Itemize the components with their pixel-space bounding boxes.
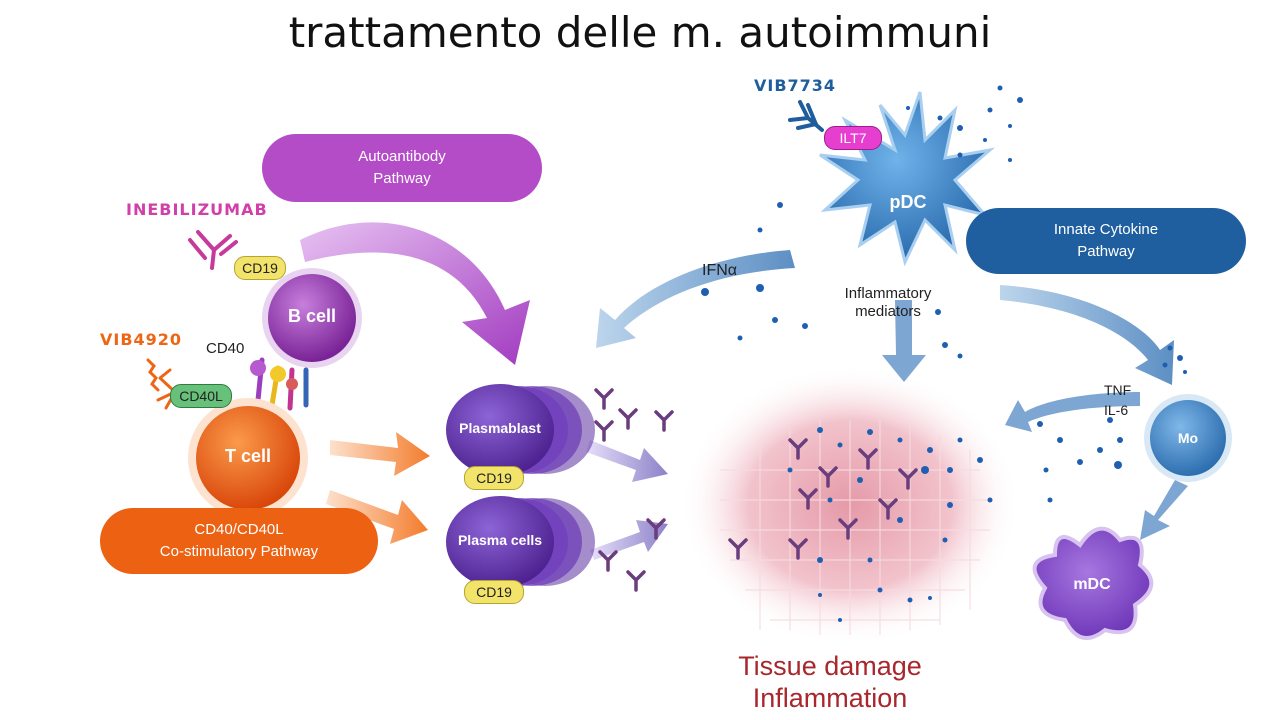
plasmablast-to-tissue-arrow [586, 440, 668, 482]
mo-label: Mo [1177, 430, 1199, 446]
autoantibody-pathway-line2: Pathway [373, 170, 431, 187]
cd19-bcell-badge: CD19 [234, 256, 286, 280]
drug-inebilizumab: INEBILIZUMAB [126, 200, 268, 219]
autoantibody-pathway-line1: Autoantibody [358, 148, 446, 165]
cytokine-dots [701, 85, 1187, 622]
receptor-head-1 [250, 360, 266, 376]
ifna-arrow [596, 250, 795, 348]
outcome-line1: Tissue damage [738, 651, 922, 681]
outcome-label: Tissue damage Inflammation [690, 650, 970, 714]
autoantibody-pathway-pill: Autoantibody Pathway [262, 134, 542, 202]
tcell-label: T cell [224, 446, 272, 466]
mdc-body [1032, 526, 1154, 640]
inflammatory-line2: mediators [855, 303, 921, 320]
tcell-body [196, 406, 300, 510]
plasma-to-tissue-arrow [590, 520, 668, 560]
antibody-vib4920 [146, 358, 177, 410]
cd19-plasmablast-badge: CD19 [464, 466, 524, 490]
page-title: trattamento delle m. autoimmuni [288, 8, 992, 57]
costimulatory-pathway-line2: Co-stimulatory Pathway [159, 543, 319, 560]
mo-body [1150, 400, 1226, 476]
tnf-label: TNF [1104, 382, 1132, 398]
tcell-to-plasma-arrow [326, 490, 428, 544]
mo-to-mdc-arrow [1140, 480, 1188, 540]
innate-pathway-line2: Pathway [1077, 243, 1135, 260]
plasma-cells-stack [446, 496, 595, 588]
pdc-label: pDC [889, 192, 927, 212]
bcell-label: B cell [287, 306, 337, 326]
outcome-line2: Inflammation [752, 683, 908, 713]
plasmablast-stack [446, 384, 595, 476]
plasmablast-label: Plasmablast [459, 420, 541, 436]
ifna-label: IFNα [702, 262, 738, 279]
mdc-label: mDC [1073, 576, 1111, 593]
inflammatory-line1: Inflammatory [844, 285, 932, 302]
costimulatory-pathway-pill: CD40/CD40L Co-stimulatory Pathway [100, 508, 378, 574]
drug-vib4920: VIB4920 [100, 330, 183, 349]
bcell-body [268, 274, 356, 362]
autoantibody-arrow [300, 222, 530, 365]
cytokine-labels: TNF IL-6 [1104, 380, 1131, 420]
innate-to-mo-arrow [1000, 285, 1174, 385]
pdc-body [819, 91, 996, 267]
innate-cytokine-pathway-pill: Innate Cytokine Pathway [966, 208, 1246, 274]
ilt7-badge: ILT7 [824, 126, 882, 150]
free-autoantibodies [594, 388, 918, 592]
cd40l-badge: CD40L [170, 384, 232, 408]
receptor-head-2 [270, 366, 286, 382]
costimulatory-pathway-line1: CD40/CD40L [194, 521, 284, 538]
drug-vib7734: VIB7734 [754, 76, 837, 95]
il6-label: IL-6 [1104, 402, 1129, 418]
inflammatory-mediators-label: Inflammatory mediators [818, 285, 958, 321]
innate-pathway-line1: Innate Cytokine [1053, 221, 1159, 238]
tnf-arrow [1005, 392, 1140, 432]
mediators-arrow [882, 300, 926, 382]
cd40-label: CD40 [206, 340, 245, 357]
tcell-to-plasmablast-arrow [330, 432, 430, 476]
cd19-plasma-badge: CD19 [464, 580, 524, 604]
plasma-cells-label: Plasma cells [457, 532, 543, 548]
receptor-head-3 [286, 378, 298, 390]
antibody-vib7734 [788, 100, 824, 132]
antibody-inebilizumab [188, 230, 238, 270]
